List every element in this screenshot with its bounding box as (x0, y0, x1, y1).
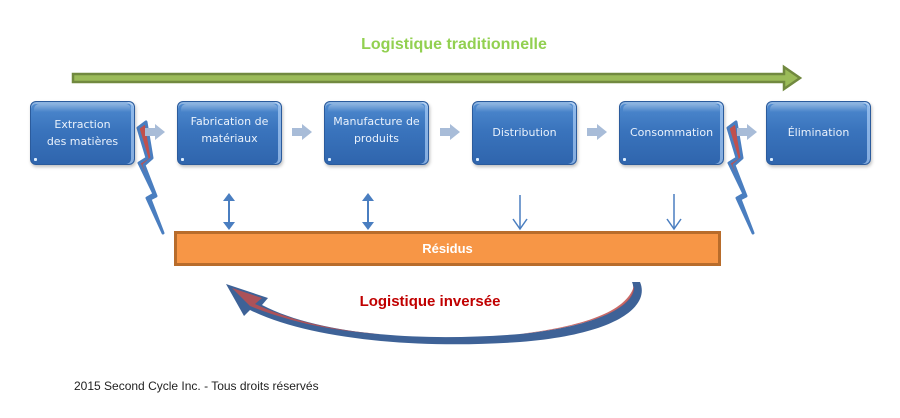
step-label: Fabrication de (190, 114, 269, 128)
reverse-logistics-arrow (226, 282, 642, 345)
chevron-right-icon (587, 124, 607, 140)
step-fabrication: Fabrication de matériaux (177, 101, 282, 165)
step-label: produits (353, 132, 400, 145)
step-label: Extraction (54, 117, 111, 131)
step-distribution: Distribution (472, 101, 577, 165)
chevron-right-icon (440, 124, 460, 140)
connector-fabrication-residus (223, 193, 235, 230)
step-label: Manufacture de (333, 114, 420, 128)
copyright-footer: 2015 Second Cycle Inc. - Tous droits rés… (74, 379, 319, 393)
step-label: Élimination (787, 126, 850, 140)
step-label: Consommation (629, 126, 714, 140)
chevron-right-icon (737, 124, 757, 140)
connector-manufacture-residus (362, 193, 374, 230)
connector-distribution-residus (512, 195, 528, 231)
step-consommation: Consommation (619, 101, 724, 165)
traditional-logistics-arrow (71, 64, 803, 92)
step-label: des matières (46, 135, 119, 148)
lightning-bolt-right (726, 120, 755, 235)
chevron-right-icon (145, 124, 165, 140)
step-elimination: Élimination (766, 101, 871, 165)
residus-box: Résidus (174, 231, 721, 266)
step-manufacture: Manufacture de produits (324, 101, 429, 165)
connector-consommation-residus (666, 194, 682, 231)
reverse-logistics-label: Logistique inversée (359, 293, 501, 310)
traditional-logistics-label: Logistique traditionnelle (361, 36, 547, 53)
step-extraction: Extraction des matières (30, 101, 135, 165)
lightning-bolt-left (136, 120, 165, 235)
chevron-right-icon (292, 124, 312, 140)
residus-label: Résidus (422, 241, 473, 256)
step-label: Distribution (492, 126, 557, 140)
step-label: matériaux (201, 132, 258, 145)
